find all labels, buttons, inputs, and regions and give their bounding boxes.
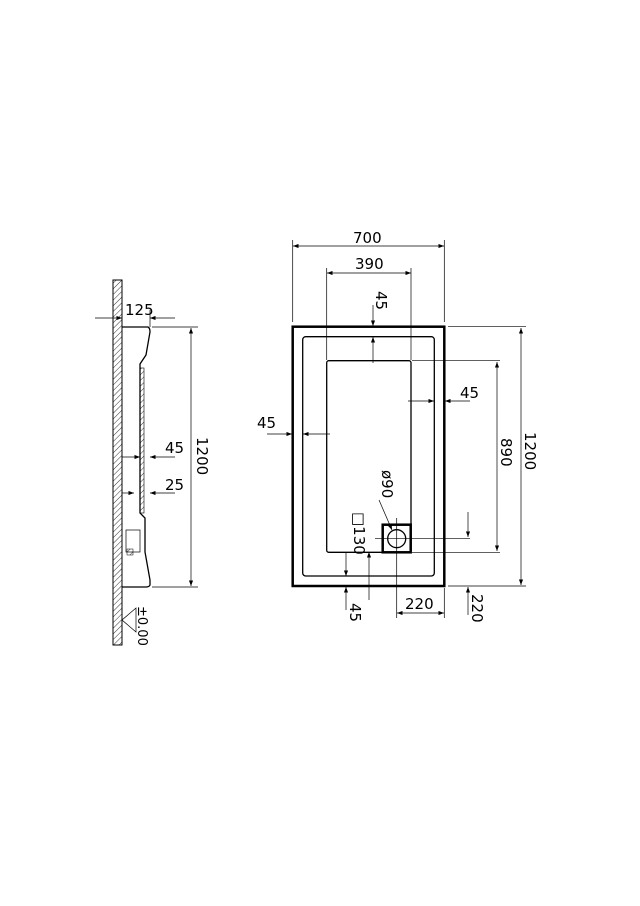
tray-ribs xyxy=(139,367,145,514)
dim-drain-box: □130 xyxy=(350,512,368,555)
dim-depth: 125 xyxy=(125,301,154,319)
dim-rim: 45 xyxy=(165,439,184,457)
tray-outline xyxy=(291,325,446,588)
side-view: 125 1200 45 25 ±0.00 xyxy=(95,279,211,646)
wall-section xyxy=(112,279,123,646)
rim-outline xyxy=(302,336,435,577)
level-symbol xyxy=(121,607,137,633)
dim-drain-offset-y: 220 xyxy=(468,594,486,623)
plan-view: 700 390 45 45 45 45 890 1200 220 220 ø90… xyxy=(257,229,539,623)
dim-base: 25 xyxy=(165,476,184,494)
dim-bottom-border: 45 xyxy=(346,603,364,622)
drain-trap xyxy=(125,529,141,553)
dim-drain-offset-x: 220 xyxy=(405,595,434,613)
dim-right-border: 45 xyxy=(460,384,479,402)
dim-inner-width: 390 xyxy=(355,255,384,273)
dim-left-border: 45 xyxy=(257,414,276,432)
dim-width: 700 xyxy=(353,229,382,247)
dim-inner-length: 890 xyxy=(497,438,515,467)
drain-outlet xyxy=(126,548,134,556)
dim-length: 1200 xyxy=(193,437,211,475)
tray-profile xyxy=(122,326,151,588)
dim-drain-diameter: ø90 xyxy=(378,470,396,498)
floor-level: ±0.00 xyxy=(134,606,149,646)
dim-length: 1200 xyxy=(521,432,539,470)
dim-top-border: 45 xyxy=(372,291,390,310)
